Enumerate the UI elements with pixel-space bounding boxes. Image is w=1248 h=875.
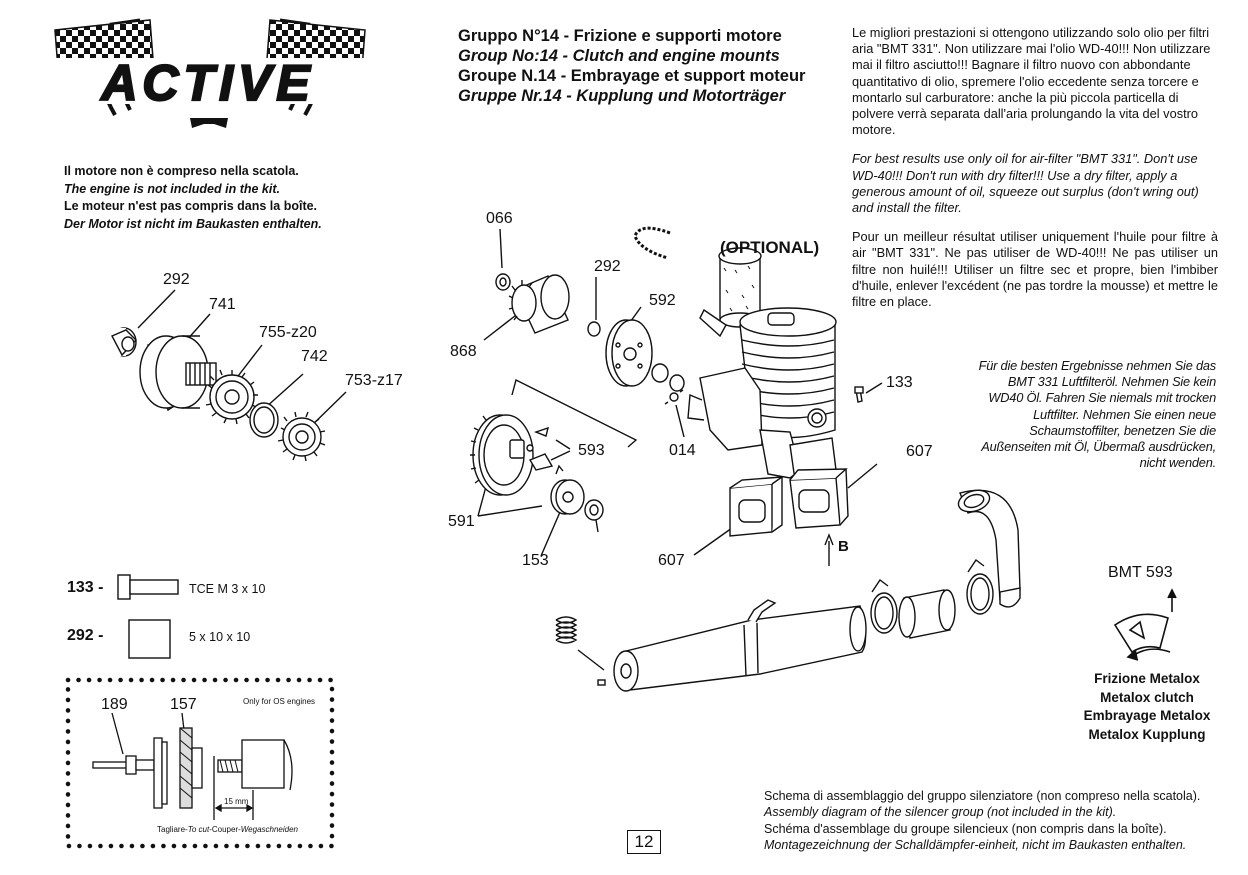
hardware-133-code: 133 - bbox=[67, 579, 104, 596]
oil-instructions-de: Für die besten Ergebnisse nehmen Sie das… bbox=[978, 358, 1217, 471]
silencer-caption: Schema di assemblaggio del gruppo silenz… bbox=[764, 788, 1200, 854]
clutch-name-fr: Embrayage Metalox bbox=[1083, 708, 1211, 723]
hardware-292-code: 292 - bbox=[67, 627, 104, 644]
label-607-a: 607 bbox=[658, 552, 685, 569]
oil-instructions-en: For best results use only oil for air-fi… bbox=[852, 151, 1199, 216]
cut-note-it: Tagliare- bbox=[157, 825, 188, 834]
label-741: 741 bbox=[209, 296, 236, 313]
engine-note-en: The engine is not included in the kit. bbox=[64, 181, 280, 196]
label-742: 742 bbox=[301, 348, 328, 365]
dimension-15mm: 15 mm bbox=[224, 797, 249, 806]
label-133: 133 bbox=[886, 374, 913, 391]
label-593: 593 bbox=[578, 442, 605, 459]
label-592: 592 bbox=[649, 292, 676, 309]
label-b-arrow: B bbox=[838, 538, 849, 555]
silencer-caption-fr: Schéma d'assemblage du groupe silencieux… bbox=[764, 821, 1167, 836]
os-engines-box bbox=[65, 677, 335, 849]
left-clutch-diagram bbox=[110, 289, 347, 462]
clutch-symbol bbox=[1113, 588, 1177, 661]
label-753-z17: 753-z17 bbox=[345, 372, 403, 389]
page-number: 12 bbox=[627, 830, 661, 854]
logo-text: ACTIVE bbox=[99, 55, 314, 111]
label-591: 591 bbox=[448, 513, 475, 530]
engine-note-de: Der Motor ist nicht im Baukasten enthalt… bbox=[64, 216, 322, 231]
header-title-de: Gruppe Nr.14 - Kupplung und Motorträger bbox=[458, 87, 786, 105]
header-title-it: Gruppo N°14 - Frizione e supporti motore bbox=[458, 27, 782, 45]
label-014: 014 bbox=[669, 442, 696, 459]
label-153: 153 bbox=[522, 552, 549, 569]
label-292-mid: 292 bbox=[594, 258, 621, 275]
header-title-en: Group No:14 - Clutch and engine mounts bbox=[458, 47, 780, 65]
label-157: 157 bbox=[170, 696, 197, 713]
label-868: 868 bbox=[450, 343, 477, 360]
silencer-drawing bbox=[555, 489, 1021, 692]
cut-note-fr: -Couper- bbox=[209, 825, 241, 834]
silencer-caption-de: Montagezeichnung der Schalldämpfer-einhe… bbox=[764, 838, 1187, 853]
label-189: 189 bbox=[101, 696, 128, 713]
engine-note: Il motore non è compreso nella scatola. … bbox=[64, 163, 322, 233]
clutch-names: Frizione Metalox Metalox clutch Embrayag… bbox=[1072, 670, 1222, 744]
oil-instructions: Le migliori prestazioni si ottengono uti… bbox=[852, 25, 1218, 323]
label-607-b: 607 bbox=[906, 443, 933, 460]
engine-note-it: Il motore non è compreso nella scatola. bbox=[64, 164, 299, 178]
cut-note-de: Wegaschneiden bbox=[240, 825, 298, 834]
label-755-z20: 755-z20 bbox=[259, 324, 317, 341]
cut-note-en: To cut bbox=[187, 825, 210, 834]
oil-instructions-it: Le migliori prestazioni si ottengono uti… bbox=[852, 25, 1211, 138]
active-logo: ACTIVE bbox=[48, 18, 368, 128]
oil-instructions-fr: Pour un meilleur résultat utiliser uniqu… bbox=[852, 229, 1218, 310]
hardware-133-spec: TCE M 3 x 10 bbox=[189, 582, 266, 596]
hardware-292-spec: 5 x 10 x 10 bbox=[189, 630, 251, 644]
label-optional: (OPTIONAL) bbox=[720, 238, 820, 257]
page-header: Gruppo N°14 - Frizione e supporti motore… bbox=[458, 26, 805, 106]
engine-note-fr: Le moteur n'est pas compris dans la boît… bbox=[64, 199, 318, 213]
clutch-name-it: Frizione Metalox bbox=[1094, 671, 1200, 686]
oil-instructions-de-block: Für die besten Ergebnisse nehmen Sie das… bbox=[970, 358, 1217, 471]
silencer-caption-en: Assembly diagram of the silencer group (… bbox=[764, 805, 1117, 820]
silencer-caption-it: Schema di assemblaggio del gruppo silenz… bbox=[764, 789, 1201, 803]
clutch-name-de: Metalox Kupplung bbox=[1088, 726, 1206, 742]
only-os-note: Only for OS engines bbox=[243, 697, 316, 706]
engine-drawing bbox=[633, 226, 883, 566]
cut-note: Tagliare-To cut-Couper-Wegaschneiden bbox=[157, 825, 298, 834]
clutch-name-en: Metalox clutch bbox=[1100, 689, 1194, 705]
label-292-left: 292 bbox=[163, 271, 190, 288]
label-066: 066 bbox=[486, 210, 513, 227]
header-title-fr: Groupe N.14 - Embrayage et support moteu… bbox=[458, 67, 806, 85]
clutch-code: BMT 593 bbox=[1108, 564, 1173, 581]
hardware-shapes bbox=[117, 574, 179, 659]
middle-clutch-diagram bbox=[470, 228, 685, 557]
